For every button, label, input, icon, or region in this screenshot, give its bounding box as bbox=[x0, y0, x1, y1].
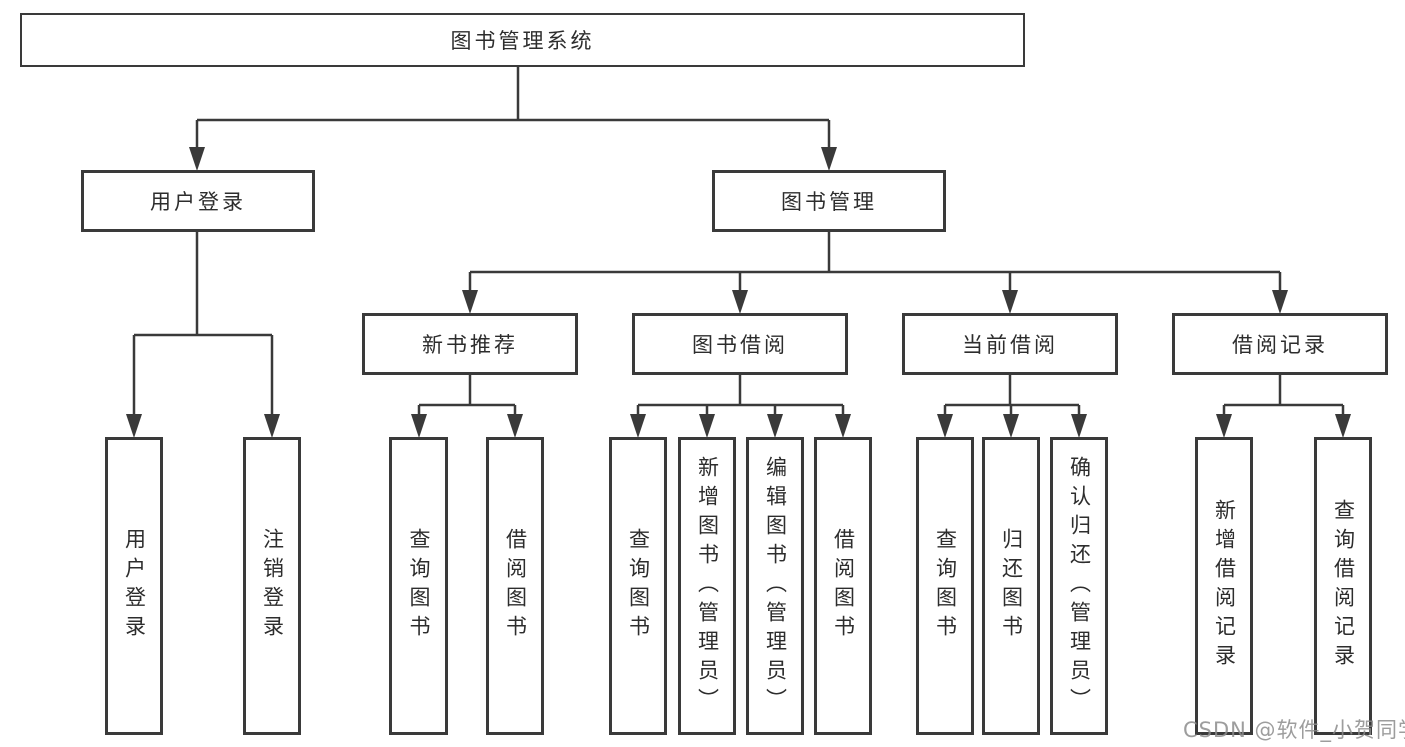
node-label: 图书管理 bbox=[781, 190, 877, 214]
leaf-borrow-books-borrowing: 借阅图书 bbox=[814, 437, 872, 735]
node-label: 图书借阅 bbox=[692, 333, 788, 357]
node-label: 新增图书（管理员） bbox=[695, 455, 720, 717]
node-borrowing-records: 借阅记录 bbox=[1172, 313, 1388, 375]
leaf-query-borrow-record: 查询借阅记录 bbox=[1314, 437, 1372, 735]
node-book-borrowing: 图书借阅 bbox=[632, 313, 848, 375]
connector-root bbox=[195, 67, 831, 150]
node-user-login: 用户登录 bbox=[81, 170, 315, 232]
node-label: 注销登录 bbox=[260, 528, 285, 644]
node-label: 用户登录 bbox=[122, 528, 147, 644]
connector-user-login bbox=[132, 232, 274, 418]
leaf-borrow-books-recommend: 借阅图书 bbox=[486, 437, 544, 735]
leaf-query-books-current: 查询图书 bbox=[916, 437, 974, 735]
node-label: 用户登录 bbox=[150, 190, 246, 214]
connector-borrowing-records bbox=[1222, 375, 1345, 418]
leaf-add-borrow-record: 新增借阅记录 bbox=[1195, 437, 1253, 735]
node-label: 借阅图书 bbox=[831, 528, 856, 644]
node-label: 确认归还（管理员） bbox=[1067, 455, 1092, 717]
node-label: 当前借阅 bbox=[962, 333, 1058, 357]
node-label: 归还图书 bbox=[999, 528, 1024, 644]
leaf-edit-books-admin: 编辑图书（管理员） bbox=[746, 437, 804, 735]
leaf-query-books-borrowing: 查询图书 bbox=[609, 437, 667, 735]
node-label: 新书推荐 bbox=[422, 333, 518, 357]
node-label: 查询图书 bbox=[407, 528, 431, 644]
node-current-borrowing: 当前借阅 bbox=[902, 313, 1118, 375]
csdn-watermark: CSDN @软件_小贺同学 bbox=[1183, 718, 1405, 742]
connector-book-borrowing bbox=[636, 375, 845, 418]
leaf-query-books-recommend: 查询图书 bbox=[389, 437, 448, 735]
node-label: 图书管理系统 bbox=[450, 29, 595, 53]
connector-book-management bbox=[468, 232, 1282, 294]
leaf-add-books-admin: 新增图书（管理员） bbox=[678, 437, 736, 735]
node-book-management: 图书管理 bbox=[712, 170, 946, 232]
leaf-user-login: 用户登录 bbox=[105, 437, 163, 735]
connector-new-book-recommend bbox=[417, 375, 517, 418]
node-label: 查询图书 bbox=[933, 528, 958, 644]
node-book-management-system: 图书管理系统 bbox=[20, 13, 1025, 67]
node-label: 借阅记录 bbox=[1232, 333, 1328, 357]
leaf-confirm-return-admin: 确认归还（管理员） bbox=[1050, 437, 1108, 735]
node-label: 查询借阅记录 bbox=[1331, 499, 1356, 673]
leaf-logout: 注销登录 bbox=[243, 437, 301, 735]
node-label: 借阅图书 bbox=[503, 528, 528, 644]
leaf-return-books: 归还图书 bbox=[982, 437, 1040, 735]
node-label: 编辑图书（管理员） bbox=[763, 455, 788, 717]
node-label: 查询图书 bbox=[626, 528, 651, 644]
node-new-book-recommend: 新书推荐 bbox=[362, 313, 578, 375]
connector-current-borrowing bbox=[943, 375, 1081, 418]
node-label: 新增借阅记录 bbox=[1212, 499, 1237, 673]
